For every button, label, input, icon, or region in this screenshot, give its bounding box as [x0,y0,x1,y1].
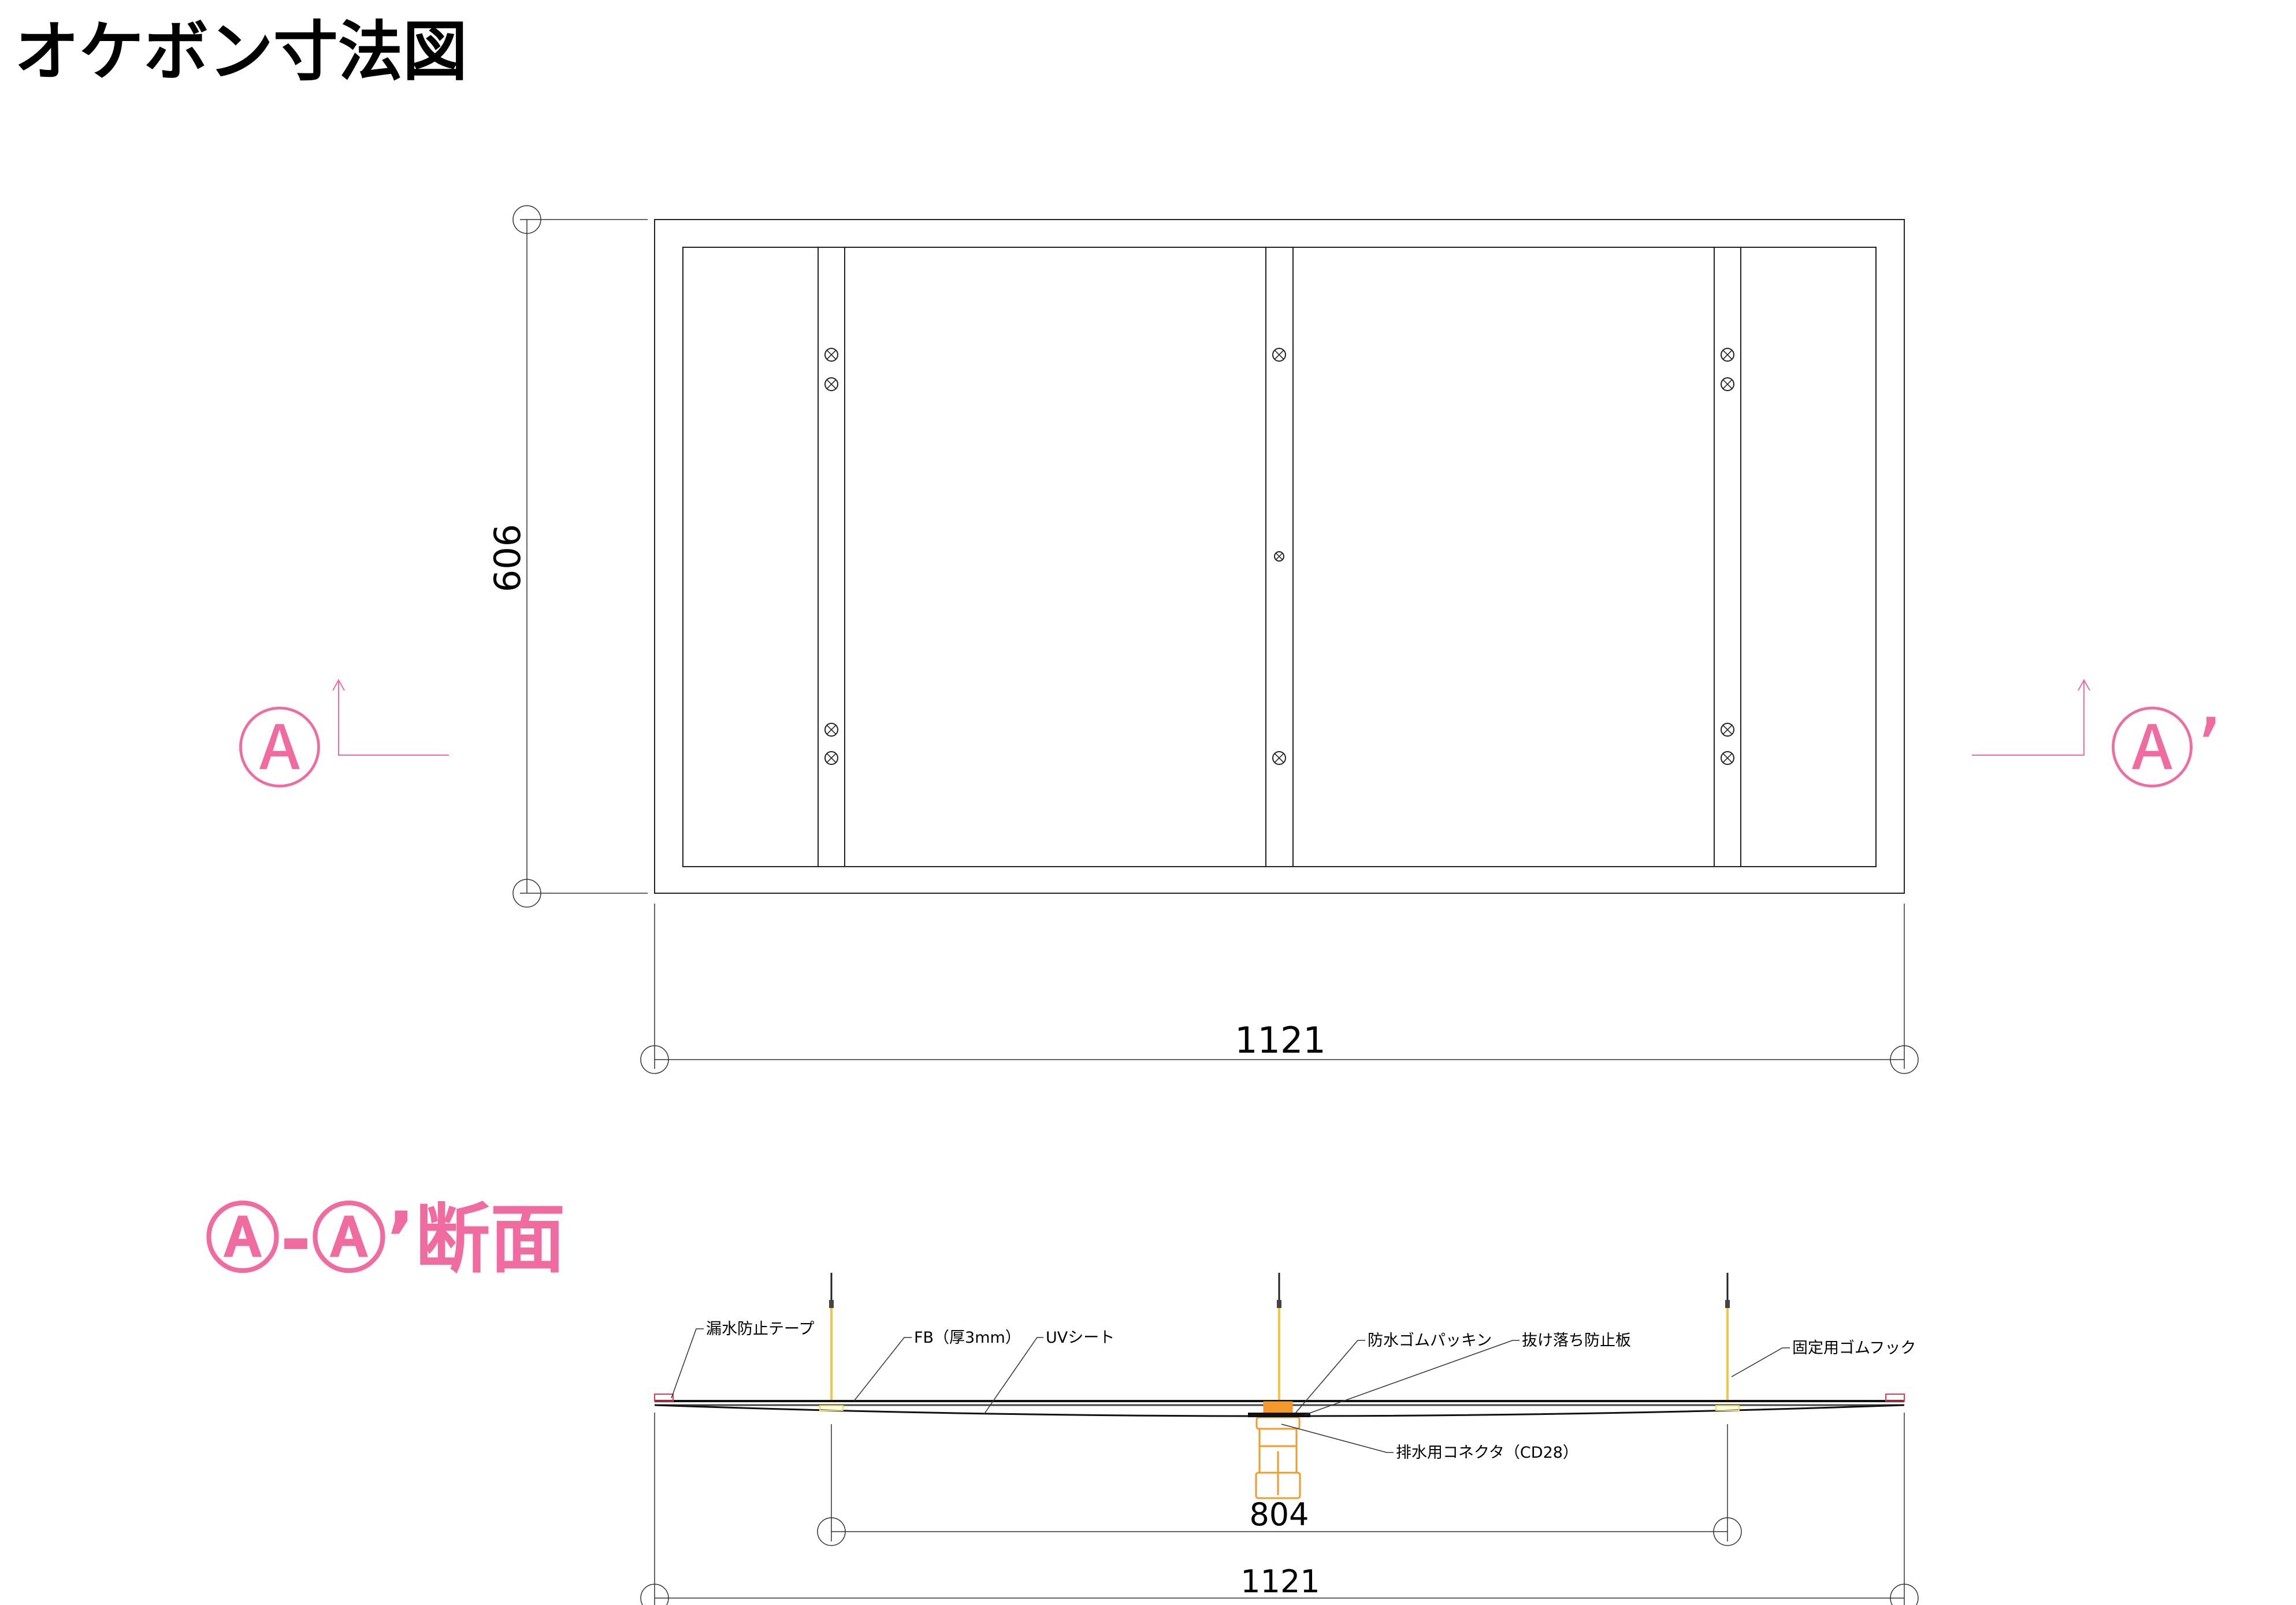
height-dimension-value: 606 [486,524,529,592]
width-dimension-value: 1121 [1235,1019,1326,1061]
outer-frame [654,219,1905,894]
section-marker-right: Ⓐ’ [1972,678,2223,801]
anti-drop-plate [1248,1413,1310,1417]
page-title: オケボン寸法図 [14,14,467,90]
dimension-node-icon [512,879,541,908]
section-view: 漏水防止テープ FB（厚3mm） UVシート 防水ゴムパッキン 抜け落ち防止板 … [640,1273,1919,1605]
leak-tape [1885,1394,1905,1402]
label-drain-connector: 排水用コネクタ（CD28） [1396,1444,1578,1462]
section-width-dimension-value: 1121 [1240,1563,1320,1600]
bolt-icon [1721,751,1734,765]
dimension-node-icon [640,1584,669,1605]
label-waterproof-packing: 防水ゴムパッキン [1368,1332,1492,1350]
dimension-node-icon [1890,1045,1919,1074]
label-fb: FB（厚3mm） [914,1329,1021,1347]
section-marker-label: Ⓐ [236,700,323,801]
drain-connector [1255,1401,1301,1499]
section-marker-left: Ⓐ [236,678,449,801]
bolt-icon [824,723,838,737]
rubber-hooks [819,1273,1740,1411]
label-uv-sheet: UVシート [1046,1329,1114,1347]
bolt-icon [1274,551,1284,562]
bolt-icon [1721,723,1734,737]
rubber-hook [819,1273,844,1411]
leak-tape [654,1394,674,1402]
support-bar-center [1265,247,1294,867]
bolt-icon [1721,377,1734,391]
support-bar-right [1714,247,1741,867]
rubber-hook [1267,1273,1291,1411]
dimension-node-icon [640,1045,669,1074]
plan-view: 606 1121 Ⓐ Ⓐ’ [236,205,2223,1074]
leader-lines [671,1328,1790,1453]
bolt-icon [824,348,838,362]
dimension-node-icon [1890,1584,1919,1605]
bolt-icon [1272,751,1286,765]
bolts [824,348,1734,765]
rubber-hook [1715,1273,1740,1411]
section-marker-label: Ⓐ’ [2109,700,2223,801]
support-bar-left [818,247,845,867]
inner-dimension-value: 804 [1249,1496,1309,1533]
bolt-icon [824,377,838,391]
label-rubber-hook: 固定用ゴムフック [1792,1339,1916,1357]
dimension-node-icon [512,205,541,234]
bolt-icon [824,751,838,765]
bolt-icon [1721,348,1734,362]
label-anti-drop-plate: 抜け落ち防止板 [1522,1332,1631,1350]
section-title: Ⓐ-Ⓐ’断面 [205,1195,565,1283]
label-leak-tape: 漏水防止テープ [706,1320,814,1338]
dimension-node-icon [1713,1517,1742,1546]
bolt-icon [1272,348,1286,362]
dimension-node-icon [817,1517,846,1546]
